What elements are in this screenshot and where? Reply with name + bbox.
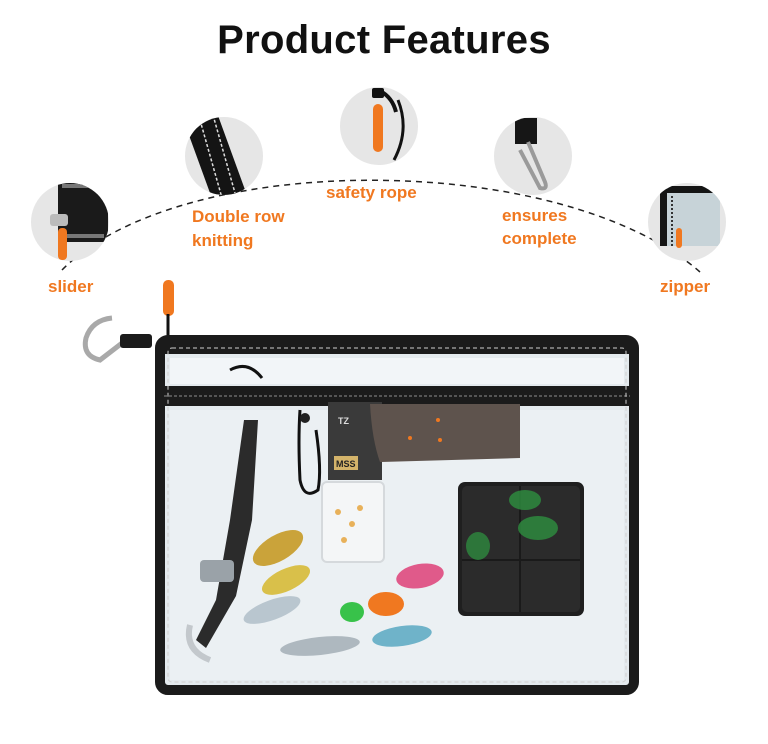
gloves-card-brand: MSS xyxy=(336,459,356,469)
feature-label-double-row-line2: knitting xyxy=(192,231,254,250)
feature-label-safety-rope: safety rope xyxy=(326,183,417,202)
bag-carabiner-icon xyxy=(82,315,128,363)
orange-pull-icon xyxy=(373,104,383,152)
safety-rope-callout xyxy=(340,87,418,165)
feature-label-slider: slider xyxy=(48,277,94,296)
pouch-bag: MSS TZ xyxy=(82,280,639,695)
feature-label-ensures-line2: complete xyxy=(502,229,577,248)
carabiner-icon xyxy=(518,141,548,191)
slider-callout xyxy=(31,183,109,261)
page-title: Product Features xyxy=(217,18,551,62)
zipper-callout xyxy=(648,183,726,261)
feature-arc-dashed xyxy=(61,179,701,273)
bag-zip-pull-icon xyxy=(163,280,174,316)
double-row-callout xyxy=(185,117,263,195)
feature-label-ensures-line1: ensures xyxy=(502,206,568,225)
gloves-card-side-text: TZ xyxy=(338,416,349,426)
feature-label-zipper: zipper xyxy=(660,277,711,296)
slider-zip-pull-icon xyxy=(58,228,67,260)
zipper-pull-icon xyxy=(676,228,682,248)
carabiner-callout xyxy=(494,117,572,195)
feature-label-double-row-line1: Double row xyxy=(192,207,285,226)
